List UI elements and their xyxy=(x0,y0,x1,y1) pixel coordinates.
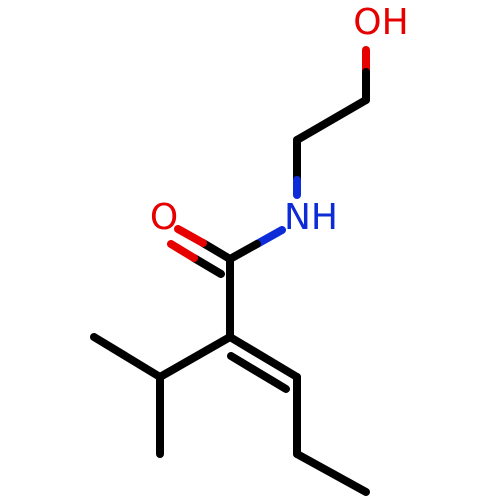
bond-alkene-1 xyxy=(226,333,301,381)
bond-calkene-ch xyxy=(156,333,234,381)
bond-n-c-blue xyxy=(253,226,286,248)
bond-ch-methyl-upper xyxy=(90,333,164,381)
bond-alkene-2 xyxy=(227,352,290,393)
bond-c-o-1-red xyxy=(174,225,207,247)
bond-c4-c5 xyxy=(293,450,370,496)
carbonyl-oxygen-label: O xyxy=(150,197,178,238)
bond-n-c xyxy=(226,240,261,263)
amide-nitrogen-label: NH xyxy=(284,197,338,238)
bond-c1-c2 xyxy=(293,96,370,144)
hydroxyl-label: OH xyxy=(353,2,408,43)
bond-c-o-2-red xyxy=(167,240,198,262)
bond-c-o-2 xyxy=(190,254,225,278)
bond-c-o-1 xyxy=(199,239,234,263)
